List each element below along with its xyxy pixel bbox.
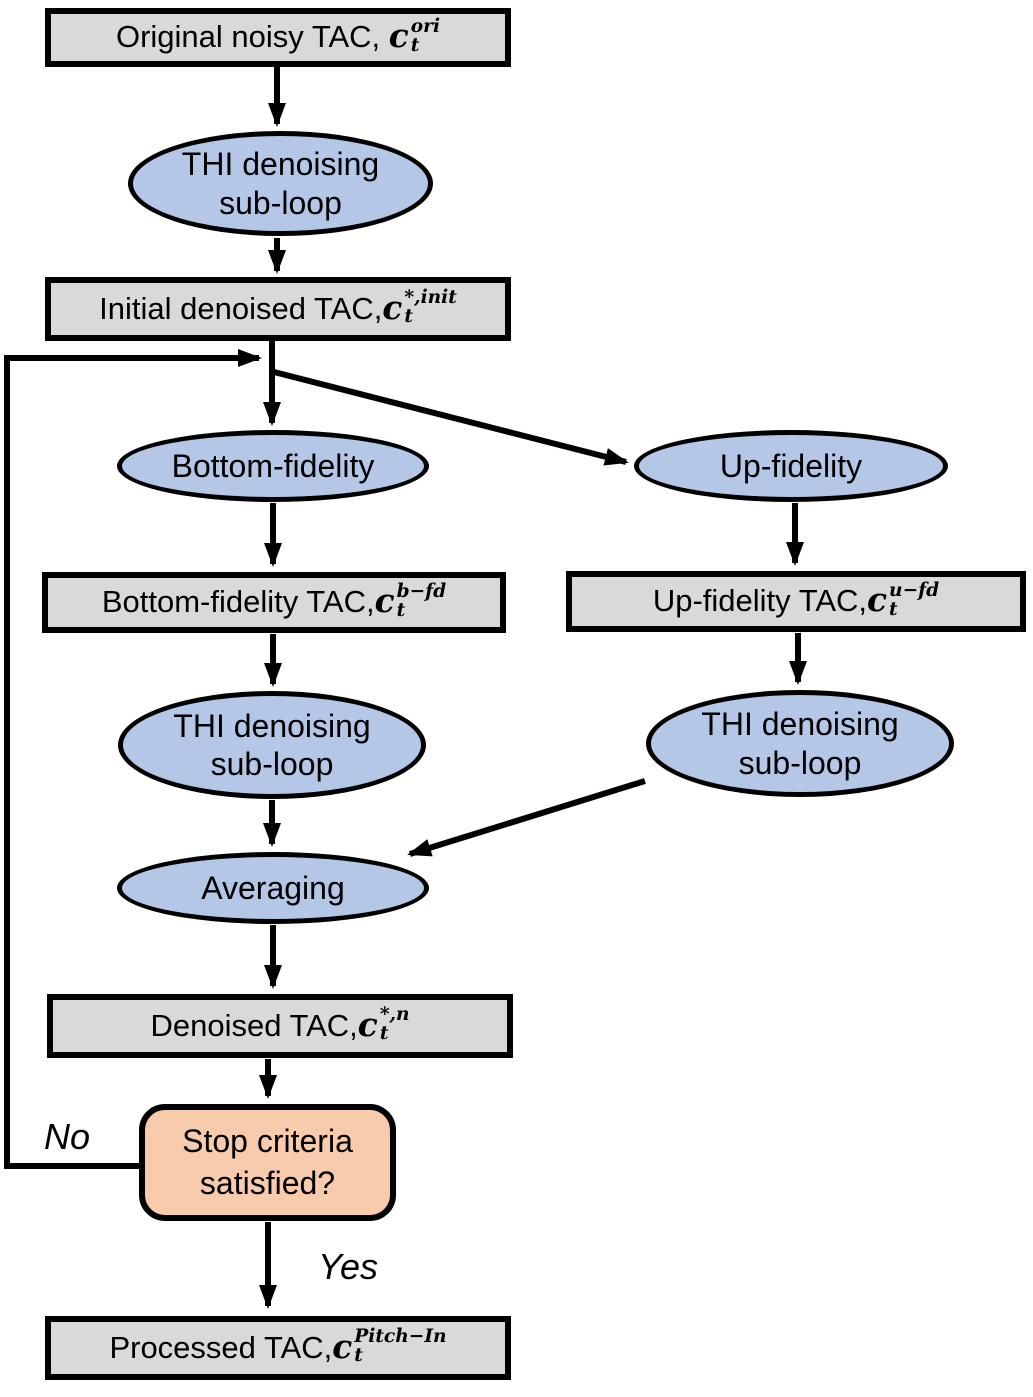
node-stop-criteria-label: Stop criteria satisfied? (182, 1121, 353, 1204)
math-sub: t (354, 1345, 363, 1367)
label-text: Bottom-fidelity TAC, (101, 584, 375, 620)
label-text: Denoised TAC, (150, 1007, 358, 1043)
node-averaging: Averaging (117, 852, 429, 924)
math-var: c (357, 1004, 378, 1044)
label-text: Original noisy TAC, (115, 19, 389, 55)
math-var: c (332, 1326, 353, 1366)
math-sup: b−fd (396, 580, 447, 602)
edge-label-yes: Yes (318, 1246, 379, 1287)
label-line2: satisfied? (199, 1164, 336, 1201)
label-line1: THI denoising (181, 146, 380, 183)
node-bottom-fidelity-label: Bottom-fidelity (171, 447, 375, 484)
math-sup: Pitch−In (354, 1326, 447, 1348)
math-var: c (388, 16, 409, 56)
math-var: c (374, 581, 395, 621)
node-averaging-label: Averaging (201, 869, 345, 906)
label-line2: sub-loop (219, 184, 342, 221)
math-sub: t (889, 598, 898, 620)
label-line2: sub-loop (210, 746, 334, 782)
arrow-thi-right-to-averaging (407, 778, 646, 857)
node-stop-criteria: Stop criteria satisfied? (139, 1104, 396, 1221)
label-text: Initial denoised TAC, (99, 290, 383, 326)
label-line2: sub-loop (738, 744, 862, 781)
node-bottom-fidelity: Bottom-fidelity (117, 430, 429, 502)
math-var: c (867, 580, 888, 620)
label-text: Up-fidelity TAC, (652, 583, 868, 619)
arrow-junction-to-up-fidelity (273, 369, 629, 466)
math-sup: *,n (379, 1004, 410, 1026)
math-sub: t (404, 306, 413, 328)
label-text: Processed TAC, (109, 1329, 333, 1365)
node-up-fidelity-label: Up-fidelity (719, 447, 863, 484)
edge-no-feedback-loop (4, 349, 262, 1169)
math-sub: t (396, 599, 406, 621)
math-sub: t (410, 34, 420, 56)
math-sup: ori (410, 15, 441, 37)
label-line1: THI denoising (701, 706, 899, 743)
label-line1: Stop criteria (182, 1122, 353, 1159)
math-sub: t (379, 1023, 389, 1045)
math-sup: *,init (404, 287, 457, 309)
label-line1: THI denoising (173, 707, 371, 744)
math-sup: u−fd (889, 579, 940, 601)
edge-label-no: No (44, 1116, 91, 1157)
math-var: c (382, 287, 403, 327)
node-up-fidelity: Up-fidelity (634, 430, 948, 502)
